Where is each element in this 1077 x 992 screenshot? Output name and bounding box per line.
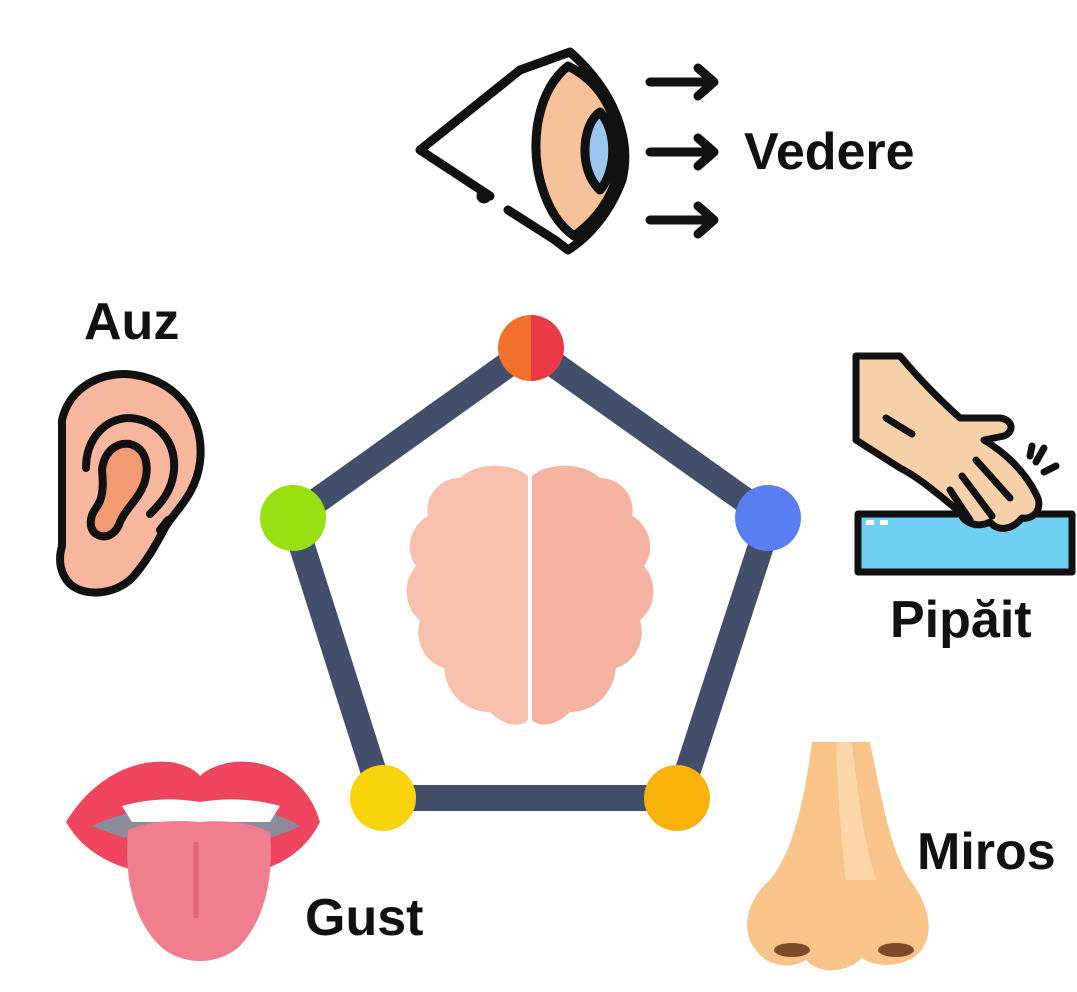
node-top	[498, 315, 564, 381]
node-right	[735, 485, 801, 551]
nose-icon	[747, 742, 929, 971]
eye-icon	[415, 47, 630, 255]
label-vedere: Vedere	[744, 123, 915, 181]
node-bottom-left	[350, 765, 416, 831]
hand-touch-icon	[852, 352, 1076, 576]
pentagon	[280, 335, 783, 811]
brain-icon	[406, 465, 654, 725]
mouth-tongue-icon	[66, 761, 320, 961]
label-miros: Miros	[917, 823, 1056, 881]
node-bottom-right	[644, 765, 710, 831]
arrow-right-icon	[645, 63, 719, 239]
label-gust: Gust	[305, 889, 424, 947]
ear-icon	[56, 370, 205, 597]
node-left	[260, 485, 326, 551]
label-pipait: Pipăit	[890, 591, 1032, 649]
label-auz: Auz	[84, 293, 180, 351]
